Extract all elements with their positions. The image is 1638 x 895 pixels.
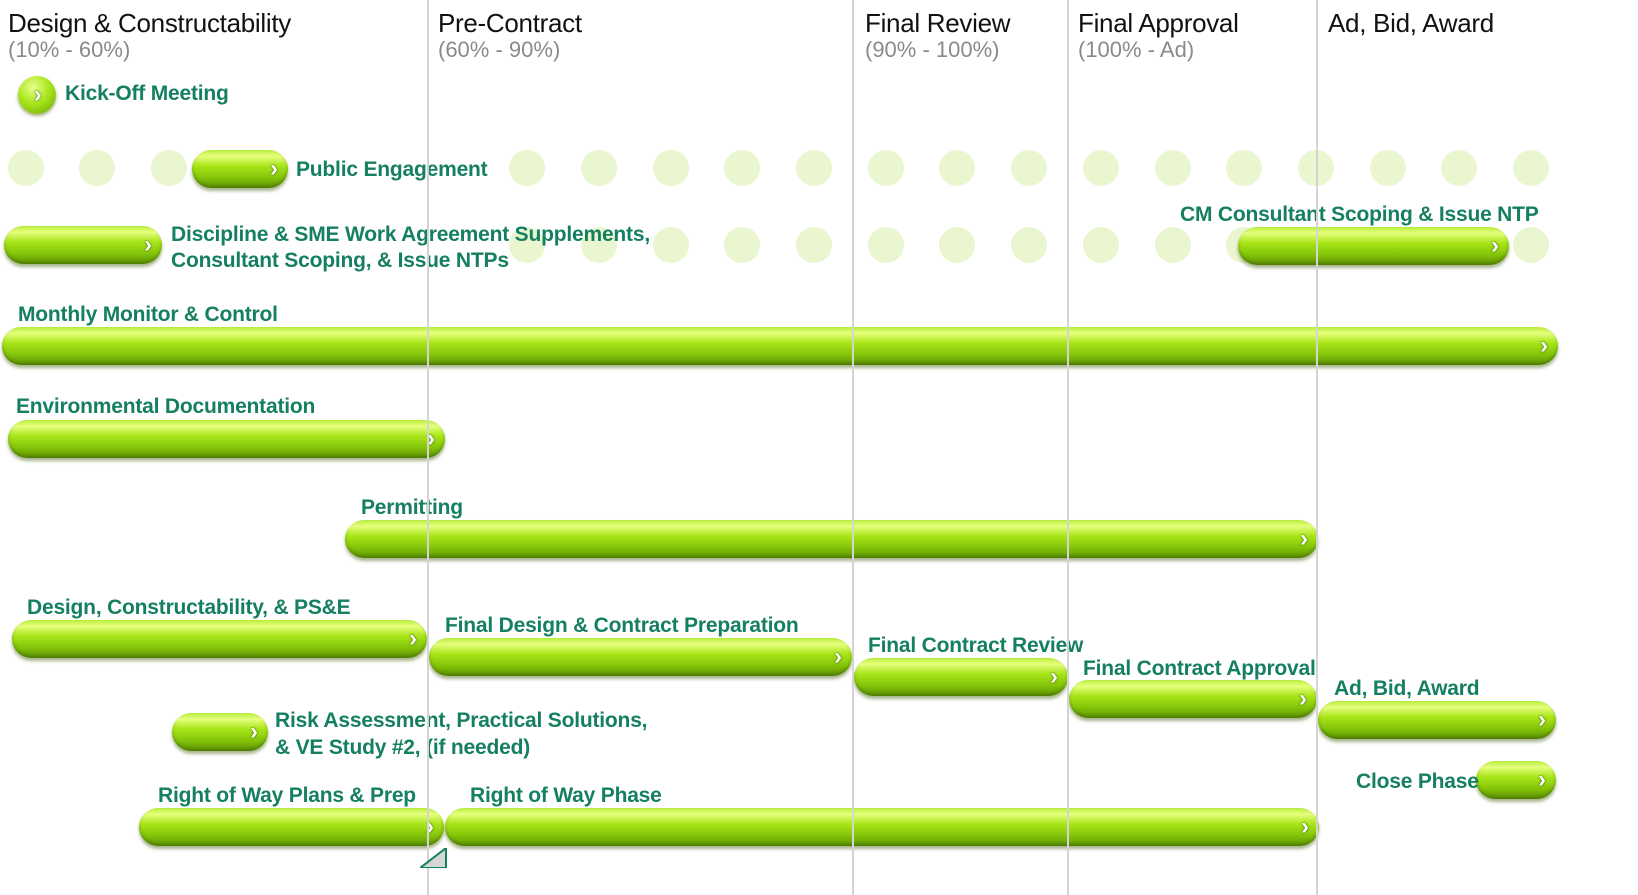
task-label-close-phase: Close Phase — [1356, 770, 1479, 793]
decorative-dot — [1155, 227, 1191, 263]
decorative-dot — [1083, 227, 1119, 263]
task-bar-row-plans: › — [139, 808, 444, 846]
decorative-dot — [868, 150, 904, 186]
phase-pre-contract: Pre-Contract (60% - 90%) — [438, 8, 582, 62]
decorative-dot — [653, 227, 689, 263]
chevron-right-icon: › — [1538, 766, 1546, 793]
decorative-dot — [1441, 150, 1477, 186]
task-label-row-phase: Right of Way Phase — [470, 784, 662, 807]
kick-off-milestone: › — [18, 76, 56, 114]
task-bar-monthly-monitor: › — [2, 327, 1558, 365]
chevron-right-icon: › — [33, 81, 42, 108]
phase-title: Final Approval — [1078, 8, 1239, 38]
decorative-dot — [1083, 150, 1119, 186]
task-label-discipline-line1: Discipline & SME Work Agreement Suppleme… — [171, 223, 650, 246]
task-bar-risk-assessment: › — [172, 713, 268, 751]
chevron-right-icon: › — [1538, 706, 1546, 733]
phase-range: (10% - 60%) — [8, 37, 131, 62]
task-label-public-engagement: Public Engagement — [296, 158, 488, 181]
phase-design-constructability: Design & Constructability (10% - 60%) — [8, 8, 291, 62]
task-label-monthly-monitor: Monthly Monitor & Control — [18, 303, 278, 326]
phase-divider — [1067, 0, 1069, 895]
task-label-discipline-line2: Consultant Scoping, & Issue NTPs — [171, 249, 509, 272]
chevron-right-icon: › — [427, 425, 435, 452]
decorative-dot — [653, 150, 689, 186]
chevron-right-icon: › — [250, 718, 258, 745]
chevron-right-icon: › — [1299, 685, 1307, 712]
decorative-dot — [1011, 150, 1047, 186]
decorative-dot — [581, 227, 617, 263]
task-bar-discipline-sme: › — [4, 226, 162, 264]
decorative-dot — [151, 150, 187, 186]
task-label-final-contract-review: Final Contract Review — [868, 634, 1084, 657]
decorative-dot — [1513, 150, 1549, 186]
task-label-permitting: Permitting — [361, 496, 463, 519]
decorative-dot — [724, 150, 760, 186]
phase-ad-bid-award: Ad, Bid, Award — [1328, 8, 1494, 38]
task-label-ad-bid-award: Ad, Bid, Award — [1334, 677, 1480, 700]
chevron-right-icon: › — [426, 813, 434, 840]
task-bar-permitting: › — [345, 520, 1318, 558]
task-bar-environmental: › — [8, 420, 445, 458]
decorative-dot — [724, 227, 760, 263]
task-bar-final-design: › — [429, 638, 852, 676]
task-bar-ad-bid-award: › — [1318, 701, 1556, 739]
task-label-final-design: Final Design & Contract Preparation — [445, 614, 799, 637]
decorative-dot — [868, 227, 904, 263]
chevron-right-icon: › — [834, 643, 842, 670]
chevron-right-icon: › — [409, 625, 417, 652]
decorative-dot — [1513, 227, 1549, 263]
decorative-dot — [939, 227, 975, 263]
task-label-risk-line1: Risk Assessment, Practical Solutions, — [275, 709, 648, 732]
task-bar-final-contract-review: › — [854, 658, 1068, 696]
decorative-dot — [939, 150, 975, 186]
decorative-dot — [1155, 150, 1191, 186]
chevron-right-icon: › — [1301, 813, 1309, 840]
phase-range: (90% - 100%) — [865, 37, 1000, 62]
decorative-dot — [1370, 150, 1406, 186]
task-bar-close-phase: › — [1476, 761, 1556, 799]
connector-wedge — [420, 848, 447, 868]
chevron-right-icon: › — [1540, 332, 1548, 359]
chevron-right-icon: › — [1050, 663, 1058, 690]
decorative-dot — [8, 150, 44, 186]
phase-final-approval: Final Approval (100% - Ad) — [1078, 8, 1239, 62]
task-bar-public-engagement: › — [192, 150, 288, 188]
decorative-dot — [581, 150, 617, 186]
phase-range: (100% - Ad) — [1078, 37, 1195, 62]
task-bar-row-phase: › — [445, 808, 1319, 846]
chevron-right-icon: › — [1300, 525, 1308, 552]
phase-divider — [427, 0, 429, 895]
task-label-risk-line2: & VE Study #2, (if needed) — [275, 736, 531, 759]
decorative-dot — [79, 150, 115, 186]
phase-divider — [852, 0, 854, 895]
chevron-right-icon: › — [144, 231, 152, 258]
task-bar-final-contract-approval: › — [1069, 680, 1317, 718]
task-label-cm-consultant: CM Consultant Scoping & Issue NTP — [1180, 203, 1539, 226]
task-bar-cm-consultant: › — [1238, 227, 1509, 265]
task-label-final-contract-approval: Final Contract Approval — [1083, 657, 1316, 680]
decorative-dot — [1011, 227, 1047, 263]
phase-final-review: Final Review (90% - 100%) — [865, 8, 1011, 62]
task-label-environmental: Environmental Documentation — [16, 395, 316, 418]
decorative-dot — [509, 227, 545, 263]
phase-title: Ad, Bid, Award — [1328, 8, 1494, 38]
decorative-dot — [1226, 150, 1262, 186]
chevron-right-icon: › — [270, 155, 278, 182]
phase-title: Design & Constructability — [8, 8, 291, 38]
chevron-right-icon: › — [1491, 232, 1499, 259]
decorative-dot — [509, 150, 545, 186]
phase-range: (60% - 90%) — [438, 37, 561, 62]
phase-title: Final Review — [865, 8, 1011, 38]
decorative-dot — [796, 227, 832, 263]
task-label-row-plans: Right of Way Plans & Prep — [158, 784, 416, 807]
task-label-design-pse: Design, Constructability, & PS&E — [27, 596, 351, 619]
task-bar-design-pse: › — [12, 620, 427, 658]
decorative-dot — [796, 150, 832, 186]
task-label-kick-off: Kick-Off Meeting — [65, 82, 229, 105]
phase-divider — [1316, 0, 1318, 895]
phase-title: Pre-Contract — [438, 8, 582, 38]
